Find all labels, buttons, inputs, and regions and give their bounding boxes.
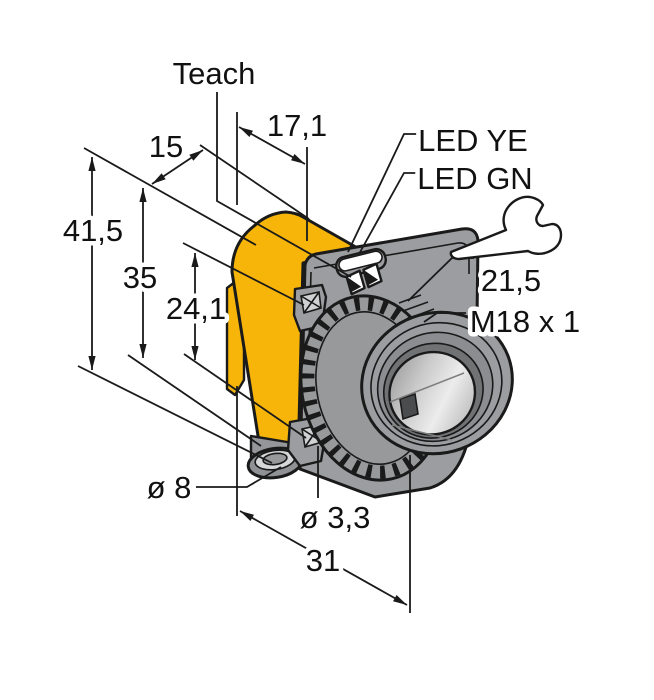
leader-teach	[216, 92, 352, 278]
leader-led-yellow	[347, 133, 418, 253]
dim-line-top-depth	[238, 126, 306, 165]
teach-label: Teach	[173, 56, 256, 91]
dim-hole-spacing-label: 24,1	[166, 291, 226, 326]
lens-retainer-clip	[399, 392, 419, 421]
dim-housing-depth-label: 31	[306, 543, 340, 578]
housing-body	[230, 210, 363, 466]
teach-button-top	[338, 250, 383, 272]
dim-connector-dia-label: ø 8	[147, 470, 192, 505]
leader-led-green	[358, 172, 418, 255]
lens-bezel-step	[370, 321, 503, 447]
led-green-label: LED GN	[417, 161, 532, 196]
labels: Teach 17,1 15 41,5 35 24,1 LED YE LED GN…	[58, 52, 584, 583]
ext-lower-hole	[183, 353, 307, 439]
lens-glass-reflection-lines	[389, 372, 465, 441]
ext-top-reference	[83, 147, 257, 246]
led-yellow-label: LED YE	[418, 123, 528, 158]
dimension-lines	[88, 126, 408, 606]
led-window-yellow-mark	[347, 277, 362, 293]
ext-connector-bottom	[77, 365, 273, 464]
dim-housing-height-label: 35	[123, 260, 157, 295]
wrench-icon	[449, 195, 563, 261]
dim-housing-width-label: 15	[149, 129, 183, 164]
ext-upper-hole	[182, 242, 305, 306]
dim-top-depth-label: 17,1	[267, 108, 327, 143]
leader-thread	[423, 312, 466, 323]
led-windows	[345, 262, 383, 296]
sensor-illustration	[225, 210, 514, 499]
dim-overall-height-label: 41,5	[63, 213, 123, 248]
ext-housing-bottom	[127, 354, 262, 447]
dim-nut-size-label: 21,5	[481, 263, 541, 298]
dim-line-housing-width	[151, 149, 204, 185]
led-window-green-mark	[364, 270, 379, 286]
ear-upper-hole-mark	[300, 291, 322, 314]
leader-connector	[196, 466, 282, 488]
dim-hole-dia-label: ø 3,3	[300, 500, 371, 535]
ext-hump-top	[199, 144, 310, 220]
thread-label: M18 x 1	[470, 304, 580, 339]
dim-line-housing-depth	[239, 510, 408, 606]
